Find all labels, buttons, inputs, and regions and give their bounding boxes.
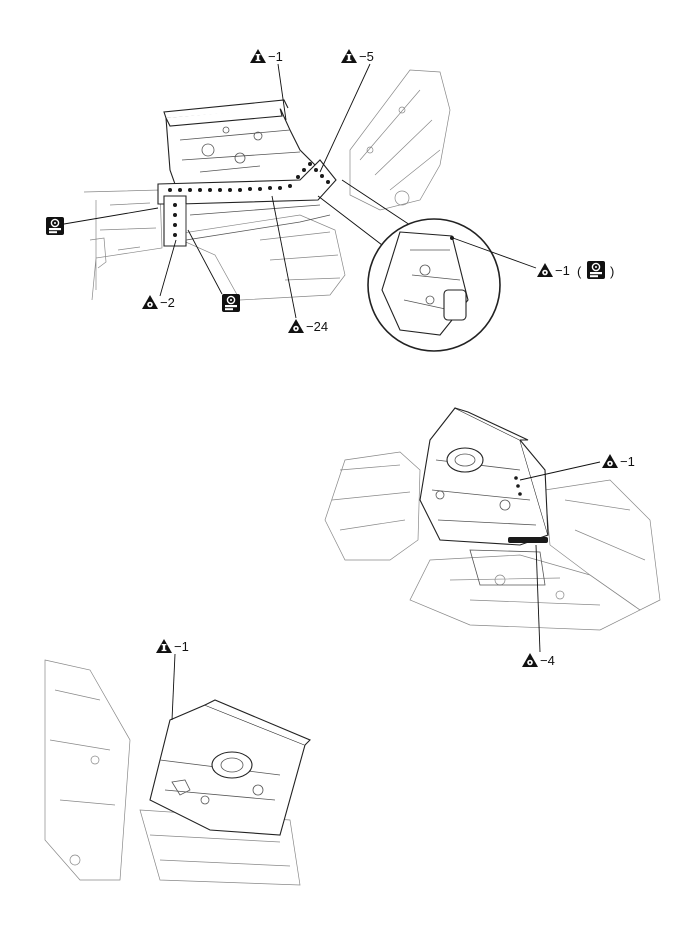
callout-dot-1-mid: −1 <box>519 454 635 481</box>
paren-close: ) <box>610 264 614 279</box>
svg-text:−1: −1 <box>174 639 189 654</box>
upper-side-member-view <box>83 69 451 301</box>
spot-weld-tool-icon <box>586 260 606 280</box>
spot-weld-tool-icon <box>45 216 65 236</box>
tool-icon-bottom <box>187 229 241 313</box>
callout-i-5: −5 <box>319 49 374 173</box>
svg-text:−4: −4 <box>540 653 555 668</box>
weld-points-top <box>168 162 330 237</box>
spot-weld-tool-icon <box>221 293 241 313</box>
callout-dot-4: −4 <box>522 544 555 668</box>
detail-zoom-circle <box>317 179 501 352</box>
paren-open: ( <box>577 264 582 279</box>
tool-icon-left <box>45 207 159 236</box>
svg-text:−1: −1 <box>620 454 635 469</box>
wheelhouse-view <box>324 407 661 631</box>
apron-view <box>44 659 311 886</box>
svg-text:−1: −1 <box>268 49 283 64</box>
weld-points-middle <box>508 476 548 543</box>
callout-dot-2: −2 <box>142 239 177 310</box>
callout-i-1-bottom: −1 <box>156 639 189 721</box>
svg-text:−1: −1 <box>555 263 570 278</box>
callout-i-1-top: −1 <box>250 49 287 121</box>
svg-text:−24: −24 <box>306 319 328 334</box>
svg-text:−2: −2 <box>160 295 175 310</box>
callout-dot-1-tool: −1 ( ) <box>452 237 614 280</box>
callout-dot-24: −24 <box>271 195 328 334</box>
svg-text:−5: −5 <box>359 49 374 64</box>
